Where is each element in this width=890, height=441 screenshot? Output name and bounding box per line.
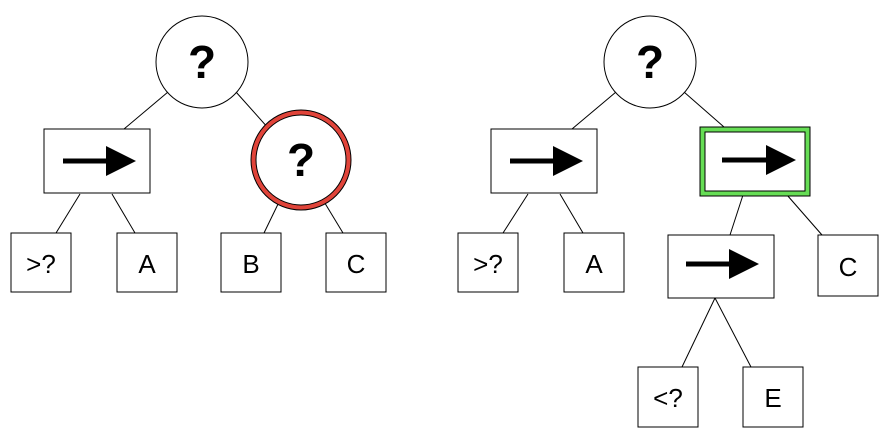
leaf-label: >? [473,249,503,279]
edge [786,194,823,236]
edge [55,193,81,234]
edge [111,193,136,234]
left-tree: ? ? >? A B C [10,15,387,293]
left-leaf-condition[interactable]: >? [10,232,72,293]
left-leaf-b[interactable]: B [220,232,282,293]
leaf-label: >? [26,249,56,279]
left-root-selector-node[interactable]: ? [155,15,249,109]
right-leaf-condition-gt[interactable]: >? [457,232,519,293]
edge [123,91,169,130]
edge [714,297,752,368]
left-leaf-a[interactable]: A [116,232,178,293]
right-selected-sequence-node[interactable] [699,126,811,197]
leaf-label: C [347,249,366,279]
left-sequence-node[interactable] [43,128,151,194]
edge [235,91,270,130]
right-root-selector-node[interactable]: ? [603,15,697,109]
right-leaf-e[interactable]: E [742,366,804,428]
leaf-label: <? [653,383,683,413]
selected-node-label: ? [287,134,315,186]
right-tree: ? >? A C [457,15,879,428]
leaf-label: A [138,249,156,279]
edge [681,297,716,368]
edge [263,199,281,234]
left-selected-selector-node[interactable]: ? [250,109,352,211]
right-inner-sequence-node[interactable] [667,234,775,299]
edge [683,91,725,128]
leaf-label: E [764,383,781,413]
right-leaf-condition-lt[interactable]: <? [637,366,699,428]
edge [502,193,529,234]
root-label: ? [636,36,664,88]
edge [559,193,584,234]
root-label: ? [188,36,216,88]
leaf-label: C [839,252,858,282]
leaf-label: B [242,249,259,279]
edge [322,199,344,234]
leaf-label: A [585,249,603,279]
right-leaf-a[interactable]: A [563,232,625,293]
right-sequence-node[interactable] [490,128,598,194]
right-leaf-c[interactable]: C [817,234,879,297]
edge [571,91,617,130]
left-leaf-c[interactable]: C [325,232,387,293]
edge [729,194,744,236]
